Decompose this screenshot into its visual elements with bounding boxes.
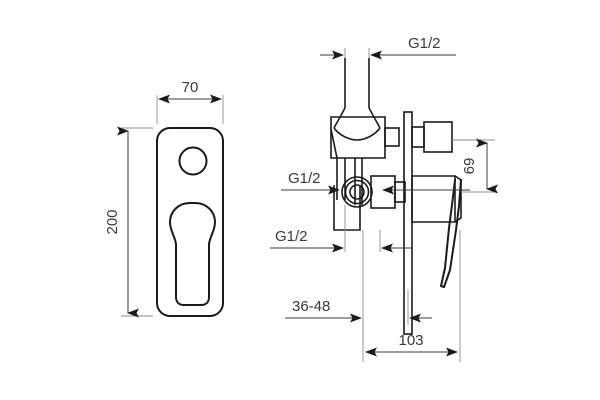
pipe-cross-section-outer-ring: [341, 176, 373, 208]
body-leg-left-taper: [330, 128, 338, 159]
lever-handle-front-edge: [440, 179, 456, 287]
dimension-projection: 103: [362, 230, 461, 362]
inlet-cone-right: [368, 107, 381, 129]
dimension-mid-thread: G1/2: [281, 170, 470, 195]
dimension-plate-width: 70: [156, 79, 224, 124]
dim-label-wall-depth: 36-48: [292, 298, 330, 315]
lever-handle-tip: [440, 285, 445, 288]
dimension-plate-height: 200: [104, 126, 153, 318]
inlet-cone-left: [333, 107, 346, 129]
dim-label-body-height: 69: [461, 158, 478, 175]
dim-label-plate-height: 200: [104, 209, 121, 234]
keyhole-lever-cutout: [169, 202, 216, 306]
diverter-knob-hole: [178, 146, 208, 176]
lever-handle-back-edge: [443, 179, 462, 288]
dimension-body-height: 69: [452, 138, 498, 194]
dim-label-plate-width: 70: [182, 79, 199, 96]
dim-label-mid-thread: G1/2: [288, 170, 321, 187]
upper-stub: [384, 127, 400, 147]
pipe-cross-section-bore: [349, 184, 365, 200]
dim-label-top-thread: G1/2: [408, 35, 441, 52]
dimension-lower-thread: G1/2: [270, 205, 412, 253]
upper-body-block: [330, 116, 386, 159]
escutcheon-plate-outline: [156, 127, 224, 317]
side-view-valve-body: [330, 58, 462, 335]
dim-label-lower-thread: G1/2: [275, 228, 308, 245]
dim-label-projection: 103: [398, 332, 423, 349]
dimension-top-thread: G1/2: [320, 35, 456, 60]
wall-plate: [403, 111, 413, 335]
outlet-nipple: [423, 121, 453, 153]
upper-body-inner-contour: [333, 127, 381, 141]
front-view-escutcheon-plate: [156, 127, 224, 317]
pipe-cross-section-mid-ring: [344, 179, 370, 205]
dimension-wall-depth: 36-48: [285, 230, 432, 345]
cartridge-collar: [394, 181, 406, 203]
